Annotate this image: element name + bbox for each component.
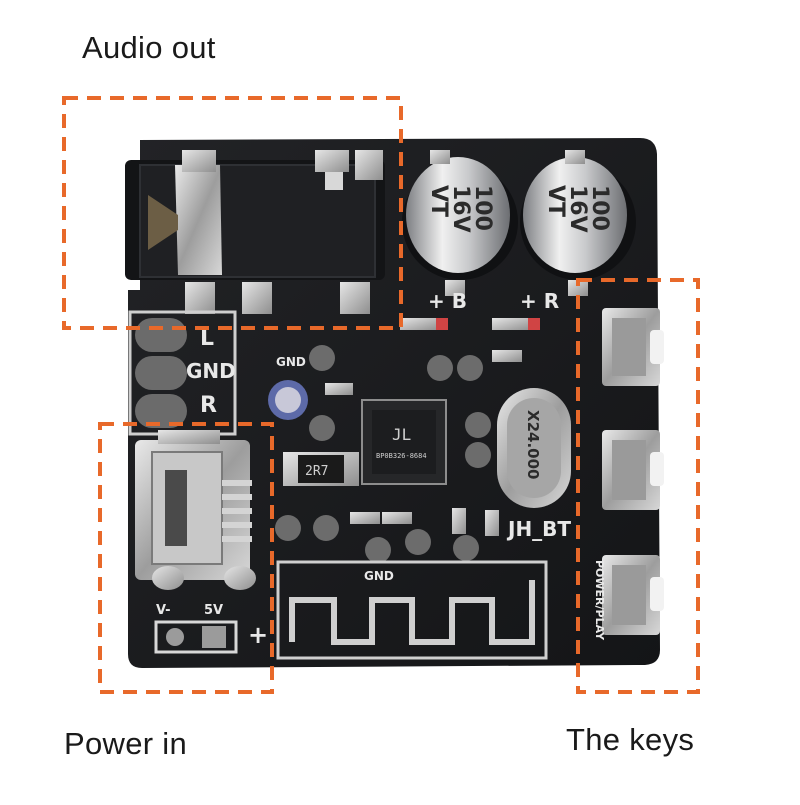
crystal: X24.000 (497, 388, 571, 508)
audio-out-highlight (62, 96, 403, 330)
tactile-keys: POWER/PLAY (593, 308, 664, 641)
pad-gnd-label: GND (276, 355, 306, 369)
key-top (602, 308, 664, 386)
voltage-5v-label: 5V (204, 603, 223, 618)
power-in-highlight (98, 422, 274, 694)
label-r: R (200, 393, 217, 418)
main-chip: JL BP0B326-8684 (361, 399, 447, 485)
capacitor-right: 100 16V VT (520, 157, 636, 280)
power-in-label: Power in (64, 726, 188, 761)
label-gnd: GND (186, 359, 236, 383)
pcb-antenna (276, 560, 548, 660)
key-middle (602, 430, 664, 510)
power-pads (154, 620, 238, 654)
cap-left-value: 100 (470, 185, 495, 231)
the-keys-label: The keys (566, 722, 695, 757)
audio-jack (125, 150, 385, 314)
cap-left-series: VT (426, 185, 451, 217)
cap-right-series: VT (543, 185, 568, 217)
capacitor-left: 100 16V VT (402, 157, 518, 280)
chip-code: BP0B326-8684 (376, 452, 427, 460)
cap-plus-r-label: + R (520, 289, 559, 313)
micro-usb-port (135, 430, 256, 590)
resistor-label: 2R7 (305, 464, 328, 479)
resistor: 2R7 (283, 452, 359, 486)
plus-label: + (248, 621, 268, 649)
the-keys-highlight (576, 278, 700, 694)
cap-right-voltage: 16V (565, 185, 590, 233)
voltage-minus-label: V- (156, 603, 171, 618)
key-bottom (602, 555, 664, 635)
cap-plus-b-label: + B (428, 289, 467, 313)
crystal-label: X24.000 (524, 410, 542, 479)
through-hole-pads (275, 345, 491, 563)
module-name-label: JH_BT (506, 517, 571, 541)
key-power-play-label: POWER/PLAY (593, 560, 606, 641)
chip-logo: JL (392, 425, 411, 444)
cap-right-value: 100 (587, 185, 612, 231)
pad-gnd-bottom-label: GND (364, 569, 394, 583)
label-l: L (200, 326, 214, 351)
audio-out-label: Audio out (82, 30, 216, 65)
cap-left-voltage: 16V (448, 185, 473, 233)
